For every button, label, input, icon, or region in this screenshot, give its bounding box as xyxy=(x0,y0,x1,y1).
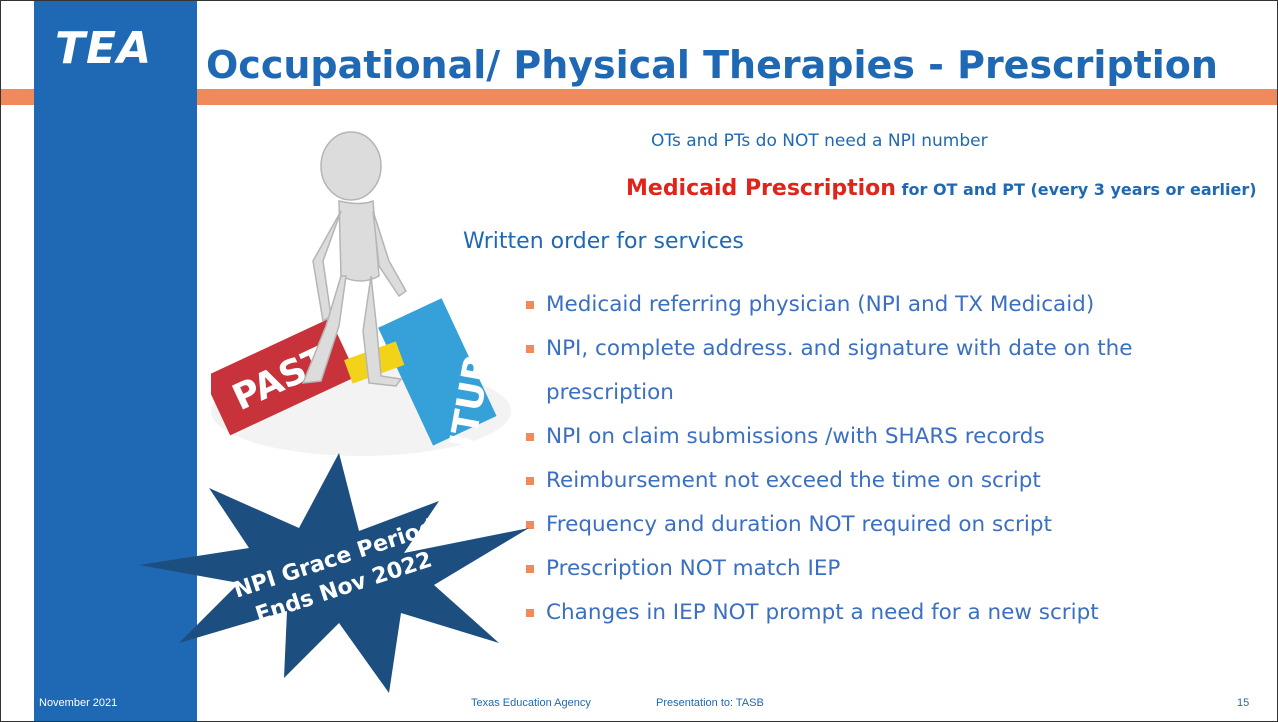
footer-date: November 2021 xyxy=(39,697,118,709)
bullet-square-icon xyxy=(526,345,534,353)
past-future-illustration: PAST FUTURE xyxy=(211,131,511,471)
list-item-text: NPI on claim submissions /with SHARS rec… xyxy=(546,424,1045,449)
footer-organization: Texas Education Agency xyxy=(471,697,591,709)
bullet-square-icon xyxy=(526,477,534,485)
list-item-text: NPI, complete address. and signature wit… xyxy=(546,336,1133,405)
page-number: 15 xyxy=(1237,697,1250,709)
list-item: NPI on claim submissions /with SHARS rec… xyxy=(526,415,1266,459)
bullet-square-icon xyxy=(526,433,534,441)
list-item: Reimbursement not exceed the time on scr… xyxy=(526,459,1266,503)
sidebar xyxy=(34,1,197,721)
grace-period-starburst: NPI Grace Period Ends Nov 2022 xyxy=(139,453,529,693)
list-item: Changes in IEP NOT prompt a need for a n… xyxy=(526,591,1266,635)
starburst-shape xyxy=(139,453,529,693)
npi-note: OTs and PTs do NOT need a NPI number xyxy=(651,131,988,151)
list-item-text: Prescription NOT match IEP xyxy=(546,556,841,581)
requirements-list: Medicaid referring physician (NPI and TX… xyxy=(526,283,1266,635)
list-item-text: Medicaid referring physician (NPI and TX… xyxy=(546,292,1095,317)
header-accent-bar xyxy=(1,89,1277,105)
list-item-text: Frequency and duration NOT required on s… xyxy=(546,512,1052,537)
future-sign xyxy=(378,298,497,446)
medicaid-prescription-label: Medicaid Prescription xyxy=(626,176,896,201)
footer-presentation: Presentation to: TASB xyxy=(656,697,764,709)
list-item: Medicaid referring physician (NPI and TX… xyxy=(526,283,1266,327)
medicaid-prescription-heading: Medicaid Prescription for OT and PT (eve… xyxy=(626,176,1257,201)
bullet-square-icon xyxy=(526,521,534,529)
list-item: Prescription NOT match IEP xyxy=(526,547,1266,591)
stick-figure xyxy=(301,131,407,387)
bullet-square-icon xyxy=(526,301,534,309)
list-item-text: Changes in IEP NOT prompt a need for a n… xyxy=(546,600,1099,625)
slide-title: Occupational/ Physical Therapies - Presc… xyxy=(206,43,1218,87)
tea-logo: TEA xyxy=(55,23,153,74)
written-order-heading: Written order for services xyxy=(463,229,744,254)
medicaid-prescription-detail: for OT and PT (every 3 years or earlier) xyxy=(895,180,1257,199)
bullet-square-icon xyxy=(526,609,534,617)
list-item-text: Reimbursement not exceed the time on scr… xyxy=(546,468,1041,493)
list-item: NPI, complete address. and signature wit… xyxy=(526,327,1266,415)
bullet-square-icon xyxy=(526,565,534,573)
list-item: Frequency and duration NOT required on s… xyxy=(526,503,1266,547)
